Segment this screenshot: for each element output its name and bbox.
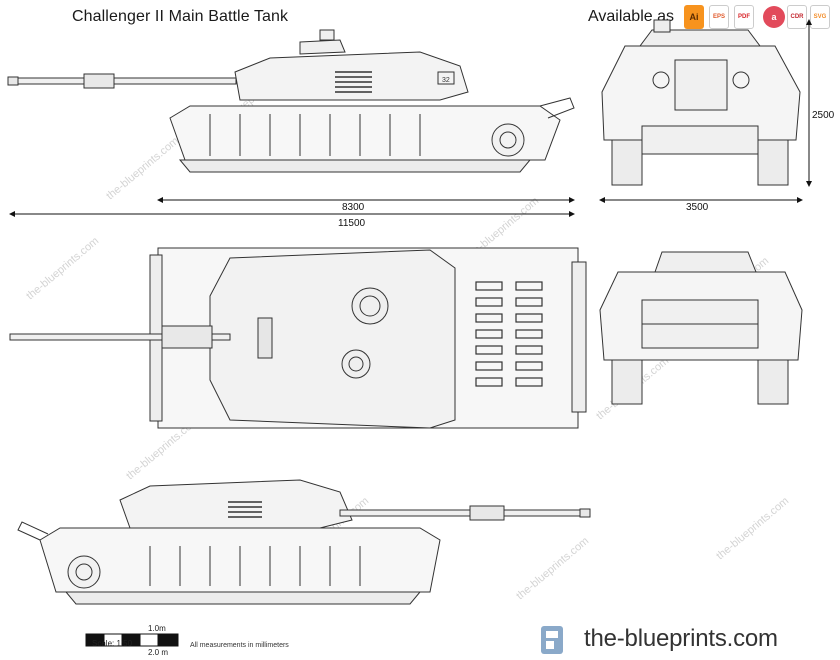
measurement-note: All measurements in millimeters (190, 642, 289, 649)
svg-text:the-blueprints.com: the-blueprints.com (514, 535, 591, 602)
scale-label: Scale: 1:50 (92, 639, 133, 648)
svg-text:the-blueprints.com: the-blueprints.com (24, 235, 101, 302)
pdf-icon[interactable]: PDF (734, 5, 754, 29)
width-label: 3500 (686, 202, 709, 213)
scale-bar (85, 633, 179, 647)
brand-link[interactable]: the-blueprints.com (584, 625, 778, 652)
eps-icon[interactable]: EPS (709, 5, 729, 29)
svg-text:the-blueprints.com: the-blueprints.com (104, 135, 181, 202)
ai-icon[interactable]: Ai (684, 5, 704, 29)
svg-text:32: 32 (442, 77, 450, 84)
total-length-label: 11500 (338, 218, 366, 229)
top-view (9, 247, 587, 429)
ruler-bottom-label: 2.0 m (148, 648, 169, 657)
brand-logo-icon (541, 626, 563, 654)
rear-view (599, 251, 803, 405)
page-title: Challenger II Main Battle Tank (72, 8, 289, 25)
side-view-right (17, 479, 591, 605)
dimension-lines (9, 19, 812, 217)
image-icon[interactable]: a (763, 6, 785, 28)
height-label: 2500 (812, 110, 835, 121)
cdr-icon[interactable]: CDR (787, 5, 807, 29)
svg-text:the-blueprints.com: the-blueprints.com (714, 495, 791, 562)
ruler-top-label: 1.0m (148, 624, 166, 633)
side-view-left: 32 (7, 29, 575, 173)
hull-length-label: 8300 (342, 202, 365, 213)
front-view (601, 19, 801, 186)
svg-icon[interactable]: SVG (810, 5, 830, 29)
available-as-label: Available as (588, 8, 674, 25)
